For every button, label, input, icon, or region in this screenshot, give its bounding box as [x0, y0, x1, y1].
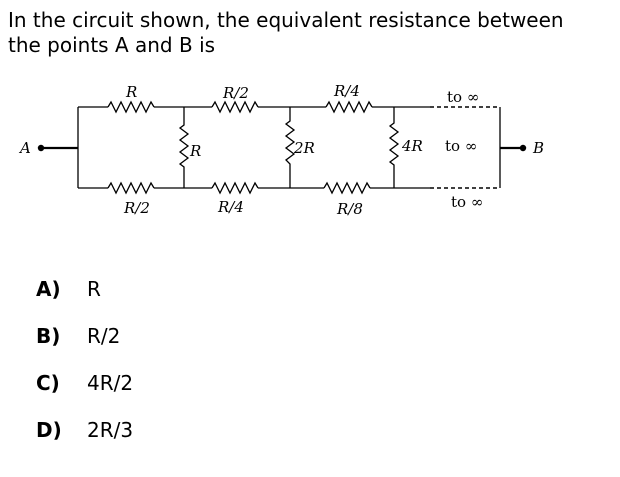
terminal-a-label: A	[18, 139, 31, 157]
option-b-letter: B)	[36, 324, 61, 348]
infinity-label-top: to ∞	[447, 88, 479, 106]
bottom-resistor-1-label: R/2	[123, 199, 150, 217]
option-c[interactable]: C) 4R/2	[36, 369, 133, 416]
bottom-resistor-3-label: R/8	[336, 200, 363, 218]
top-resistor-1-label: R	[125, 83, 137, 101]
shunt-resistor-3	[388, 107, 400, 188]
answer-options: A) R B) R/2 C) 4R/2 D) 2R/3	[36, 275, 133, 463]
top-resistor-2	[211, 100, 259, 114]
question-line-1: In the circuit shown, the equivalent res…	[8, 8, 564, 32]
bottom-resistor-2	[211, 181, 259, 195]
shunt-resistor-1	[178, 107, 190, 188]
bottom-resistor-3	[323, 181, 371, 195]
option-d-text: 2R/3	[87, 418, 134, 442]
option-c-text: 4R/2	[87, 371, 134, 395]
shunt-resistor-3-label: 4R	[401, 137, 423, 155]
terminal-b-label: B	[532, 139, 544, 157]
bottom-resistor-1	[107, 181, 155, 195]
terminal-b-dot	[519, 144, 527, 152]
option-b[interactable]: B) R/2	[36, 322, 133, 369]
option-a-letter: A)	[36, 277, 61, 301]
top-resistor-2-label: R/2	[222, 84, 249, 102]
shunt-resistor-1-label: R	[189, 142, 201, 160]
question-text: In the circuit shown, the equivalent res…	[8, 8, 613, 58]
option-d-letter: D)	[36, 418, 62, 442]
option-a-text: R	[87, 277, 101, 301]
top-resistor-3	[325, 100, 373, 114]
option-b-text: R/2	[87, 324, 121, 348]
question-line-2: the points A and B is	[8, 33, 216, 57]
infinity-label-middle: to ∞	[445, 137, 477, 155]
infinity-label-bottom: to ∞	[451, 193, 483, 211]
option-d[interactable]: D) 2R/3	[36, 416, 133, 463]
shunt-resistor-2	[284, 107, 296, 188]
option-a[interactable]: A) R	[36, 275, 133, 322]
option-c-letter: C)	[36, 371, 60, 395]
terminal-a-dot	[37, 144, 45, 152]
circuit-diagram: A B R R/2 R/4 R 2R 4R R/2 R/4 R/8 to ∞ t…	[18, 82, 544, 218]
top-resistor-1	[107, 100, 155, 114]
bottom-resistor-2-label: R/4	[217, 198, 244, 216]
shunt-resistor-2-label: 2R	[293, 139, 315, 157]
top-resistor-3-label: R/4	[333, 82, 360, 100]
